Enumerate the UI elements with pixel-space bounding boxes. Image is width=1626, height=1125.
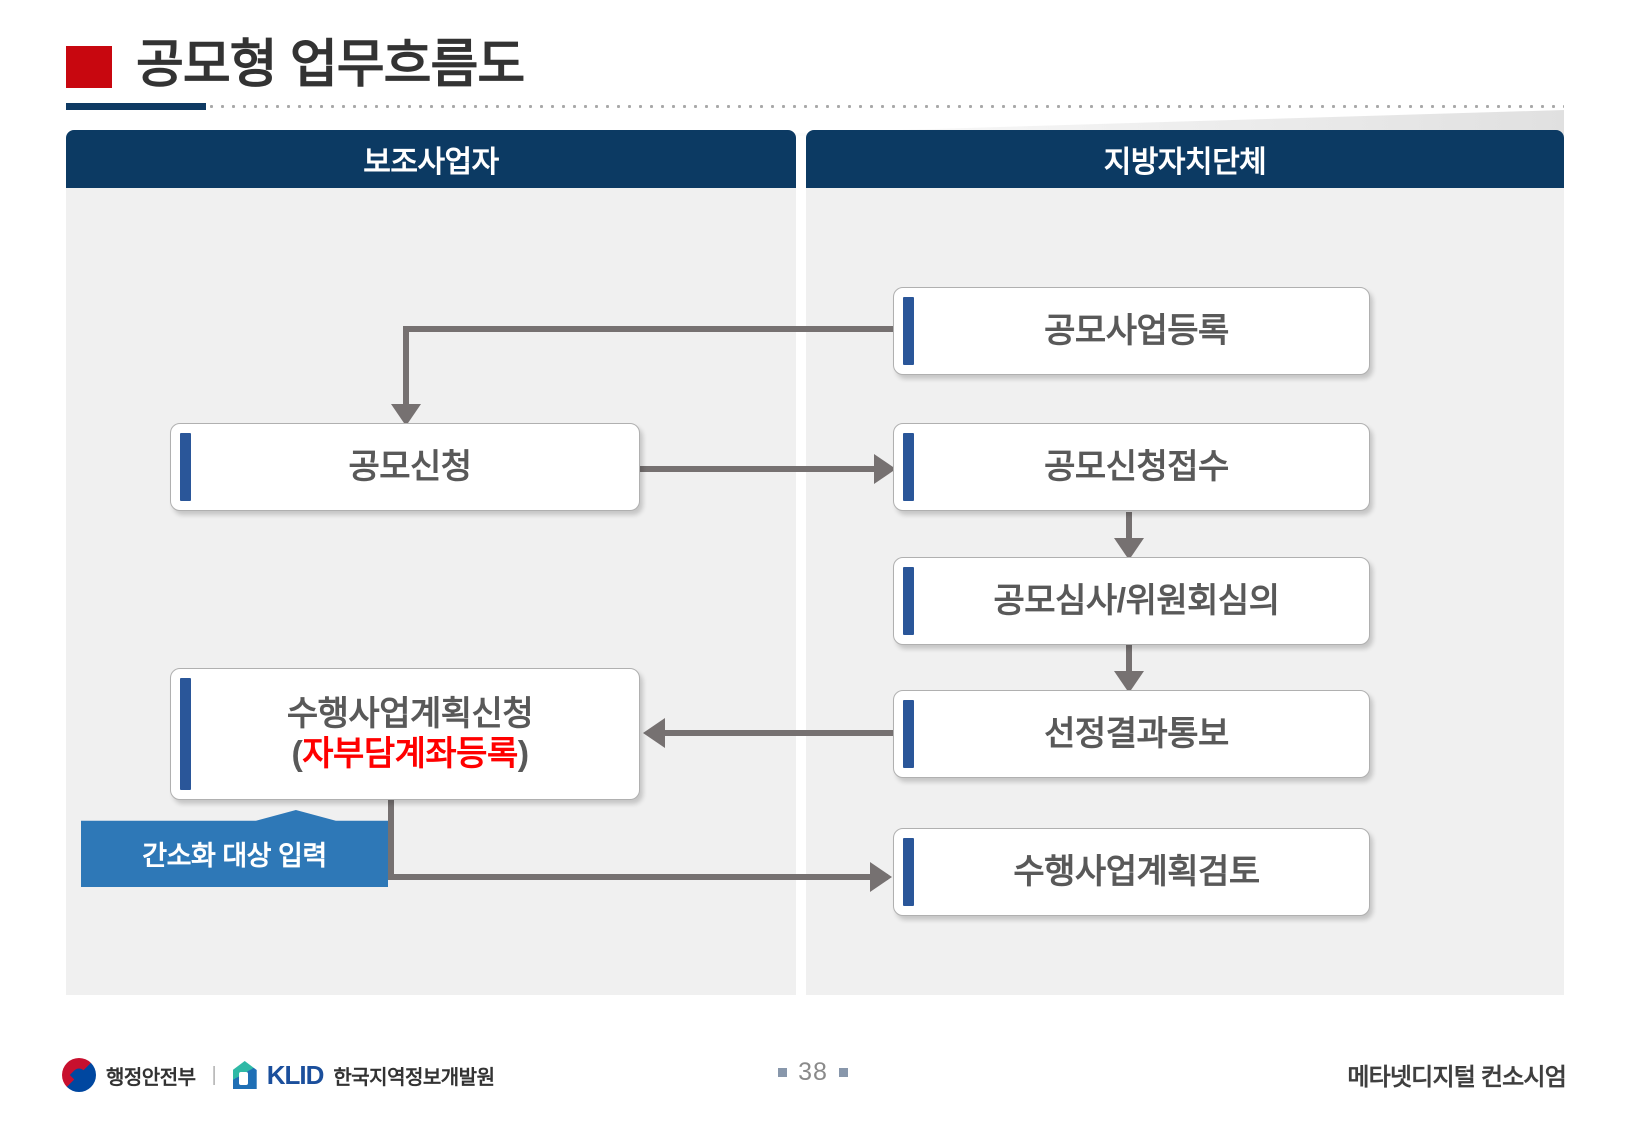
column-header-left: 보조사업자 [66,130,796,188]
box-label: 공모심사/위원회심의 [993,581,1280,620]
consortium-label: 메타넷디지털 컨소시엄 [1347,1064,1566,1091]
arrowhead-into-apply [391,404,421,426]
arrowhead-into-plan-apply [643,718,665,748]
box-selection-result-notice[interactable]: 선정결과통보 [893,690,1370,778]
box-plan-review[interactable]: 수행사업계획검토 [893,828,1370,916]
arrowhead-into-result [1114,671,1144,693]
ministry-label: 행정안전부 [106,1066,196,1089]
taegeuk-icon [62,1058,96,1092]
page-marker-right-icon [838,1068,848,1077]
box-label: 선정결과통보 [1044,714,1229,753]
callout-label: 간소화 대상 입력 [142,841,327,871]
box-accent-bar [903,433,914,501]
arrowhead-into-receive [874,454,896,484]
connector-register-to-apply-vertical [403,326,409,410]
box-label: 공모신청접수 [1044,447,1229,486]
footer-left-logos: 행정안전부 | KLID 한국지역정보개발원 [62,1058,495,1092]
box-accent-bar [903,700,914,768]
box-public-offering-application[interactable]: 공모신청 [170,423,640,511]
page-marker-left-icon [778,1068,788,1077]
connector-plan-apply-to-review-horizontal [388,874,888,880]
title-rule-dotted [206,104,1564,109]
box-accent-bar [903,567,914,635]
footer-divider: | [211,1063,217,1086]
klid-wordmark: KLID [266,1059,325,1090]
box-label-line1: 수행사업계획신청 [286,694,534,733]
box-public-offering-registration[interactable]: 공모사업등록 [893,287,1370,375]
box-accent-bar [903,838,914,906]
page-number: 38 [798,1058,828,1086]
box-label: 공모사업등록 [1044,311,1229,350]
box-label: 수행사업계획검토 [1013,852,1260,891]
box-review-committee[interactable]: 공모심사/위원회심의 [893,557,1370,645]
title-rule-solid [66,103,206,110]
box-label-highlight: 자부담계좌등록 [302,735,518,773]
box-application-receipt[interactable]: 공모신청접수 [893,423,1370,511]
title-bullet-square [66,46,112,88]
connector-apply-to-receive [640,466,885,472]
box-accent-bar [180,678,191,790]
box-label: 공모신청 [348,447,472,486]
arrowhead-into-review [1114,538,1144,560]
box-accent-bar [180,433,191,501]
klid-name-label: 한국지역정보개발원 [333,1066,495,1089]
arrowhead-into-plan-review [870,862,892,892]
box-label-paren-open: ( [291,735,303,773]
footer-page-indicator: 38 [0,1058,1626,1087]
box-label-multiline: 수행사업계획신청 (자부담계좌등록) [251,694,559,774]
column-header-right: 지방자치단체 [806,130,1564,188]
connector-register-to-apply-horizontal [403,326,893,332]
connector-review-to-result-vertical [1126,645,1132,683]
connector-result-to-plan-apply [665,730,893,736]
connector-receive-to-review-vertical [1126,512,1132,550]
page-title: 공모형 업무흐름도 [136,36,525,94]
callout-simplification-input: 간소화 대상 입력 [81,810,388,887]
connector-plan-apply-to-review-vertical [388,800,394,880]
box-label-paren-close: ) [517,735,529,773]
box-accent-bar [903,297,914,365]
box-plan-application[interactable]: 수행사업계획신청 (자부담계좌등록) [170,668,640,800]
